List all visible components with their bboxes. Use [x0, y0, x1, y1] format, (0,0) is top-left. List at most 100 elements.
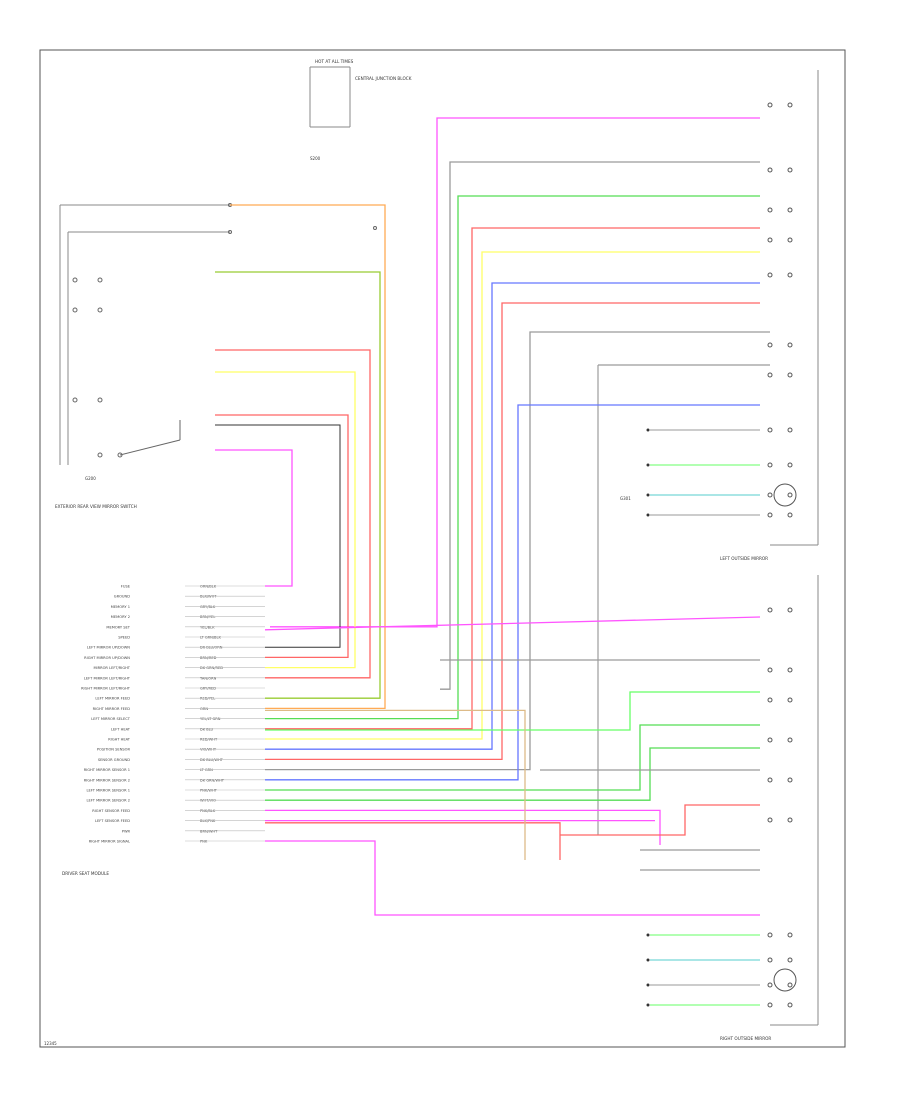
pin-wire: BLK/WHT — [200, 595, 217, 599]
pin-name: MEMORY 1 — [111, 605, 130, 609]
terminal-b-0 — [787, 102, 793, 108]
pin-wire: YEL/BLK — [200, 625, 215, 629]
pin-wire: YEL/LT GRN — [200, 717, 221, 721]
pin-name: RIGHT MIRROR SIGNAL — [89, 840, 130, 844]
terminal-b-2 — [787, 207, 793, 213]
wire-pink-sw — [215, 449, 293, 587]
ground-label: G200 — [85, 476, 96, 481]
terminal-b-20 — [787, 1002, 793, 1008]
pin-wire: DK GRN/WHT — [200, 778, 225, 782]
terminal-5 — [767, 342, 773, 348]
pin-wire: GRY/BLK — [200, 605, 216, 609]
pin-wire: VIO/WHT — [200, 748, 217, 752]
connector-dot-1 — [646, 463, 650, 467]
wire-pink-2 — [264, 616, 761, 631]
pin-name: RIGHT MIRROR FEED — [93, 707, 131, 711]
wire-blue-2 — [265, 404, 760, 781]
pin-wire: TAN/ORN — [199, 676, 217, 680]
wire-pink-3 — [265, 809, 661, 845]
pin-name: MEMORY SET — [106, 625, 130, 629]
pin-name: RIGHT MIRROR LEFT/RIGHT — [81, 687, 131, 691]
pin-wire: BRN/RED — [200, 656, 217, 660]
left-mirror-title: LEFT OUTSIDE MIRROR — [720, 556, 768, 561]
terminal-b-5 — [787, 342, 793, 348]
terminal-b-9 — [787, 492, 793, 498]
terminal-b-18 — [787, 957, 793, 963]
wire-black-sw — [215, 424, 341, 648]
terminal-10 — [767, 512, 773, 518]
wire-green-2 — [265, 724, 760, 791]
pin-name: GROUND — [114, 595, 130, 599]
pin-wire: PNK — [200, 840, 208, 844]
terminal-b-19 — [787, 982, 793, 988]
pin-wire: PNK/WHT — [200, 789, 218, 793]
connector-dot-2 — [646, 493, 650, 497]
diagram-id: 12345 — [44, 1041, 57, 1046]
terminal-b-16 — [787, 817, 793, 823]
module-pin-table: FUSE ORN/BLK GROUND BLK/WHT MEMORY 1 GRY/BLK M… — [81, 585, 265, 844]
terminal-11 — [767, 607, 773, 613]
wire-lime-1 — [265, 691, 760, 731]
pin-wire: ORN — [200, 707, 208, 711]
terminal-8 — [767, 462, 773, 468]
mirror-motor-1 — [773, 968, 797, 992]
right-mirror-title: RIGHT OUTSIDE MIRROR — [720, 1036, 771, 1041]
connector-dot-3 — [646, 513, 650, 517]
left-switch-title: EXTERIOR REAR VIEW MIRROR SWITCH — [55, 504, 137, 509]
ground-rails — [59, 66, 819, 1026]
mirror-components — [646, 102, 797, 1008]
pin-name: LEFT MIRROR UP/DOWN — [87, 646, 130, 650]
pin-wire: DK BLU/WHT — [200, 758, 224, 762]
pin-name: FUSE — [121, 585, 131, 589]
wire-green-3 — [265, 747, 760, 801]
terminal-b-10 — [787, 512, 793, 518]
wire-gray-2 — [265, 331, 770, 771]
terminal-7 — [767, 427, 773, 433]
terminal-18 — [767, 957, 773, 963]
pin-wire: BRN/WHT — [200, 829, 218, 833]
wire-pink-5 — [265, 840, 760, 916]
terminal-b-8 — [787, 462, 793, 468]
terminal-b-12 — [787, 667, 793, 673]
ground-top-label: G301 — [620, 496, 631, 501]
terminal-b-7 — [787, 427, 793, 433]
terminal-13 — [767, 697, 773, 703]
mirror-switch-sketch — [72, 203, 377, 458]
pin-name: RIGHT HEAT — [108, 738, 131, 742]
terminal-b-11 — [787, 607, 793, 613]
pin-wire: BRN/YEL — [200, 615, 215, 619]
pin-name: RIGHT MIRROR SENSOR 2 — [84, 778, 130, 782]
terminal-17 — [767, 932, 773, 938]
pin-name: MEMORY 2 — [111, 615, 130, 619]
wire-gray-1 — [440, 161, 760, 690]
pin-name: RIGHT MIRROR SENSOR 1 — [84, 768, 130, 772]
wire-blue-1 — [265, 282, 760, 750]
terminal-b-15 — [787, 777, 793, 783]
splice-label: S200 — [310, 156, 321, 161]
fuse-block-label: CENTRAL JUNCTION BLOCK — [355, 76, 412, 81]
diagram-frame — [39, 49, 846, 1048]
pin-wire: WHT/VIO — [200, 799, 216, 803]
terminal-20 — [767, 1002, 773, 1008]
pin-name: MIRROR LEFT/RIGHT — [93, 666, 130, 670]
terminal-15 — [767, 777, 773, 783]
pin-wire: ORN/BLK — [200, 585, 217, 589]
pin-name: LEFT MIRROR FEED — [95, 697, 130, 701]
terminal-b-14 — [787, 737, 793, 743]
wire-orange-top — [230, 204, 386, 710]
fuse-top-label: HOT AT ALL TIMES — [315, 59, 354, 64]
pin-name: LEFT HEAT — [111, 727, 131, 731]
terminal-16 — [767, 817, 773, 823]
wire-yellow-sw — [215, 371, 356, 669]
terminal-0 — [767, 102, 773, 108]
wire-yellow-1 — [265, 251, 760, 740]
terminal-1 — [767, 167, 773, 173]
wire-red-sw2 — [215, 414, 349, 659]
pin-wire: DK GRN/RED — [200, 666, 223, 670]
terminal-12 — [767, 667, 773, 673]
pin-name: RIGHT MIRROR UP/DOWN — [84, 656, 130, 660]
wires — [215, 117, 770, 916]
terminal-14 — [767, 737, 773, 743]
terminal-9 — [767, 492, 773, 498]
wire-red-4 — [560, 804, 760, 836]
